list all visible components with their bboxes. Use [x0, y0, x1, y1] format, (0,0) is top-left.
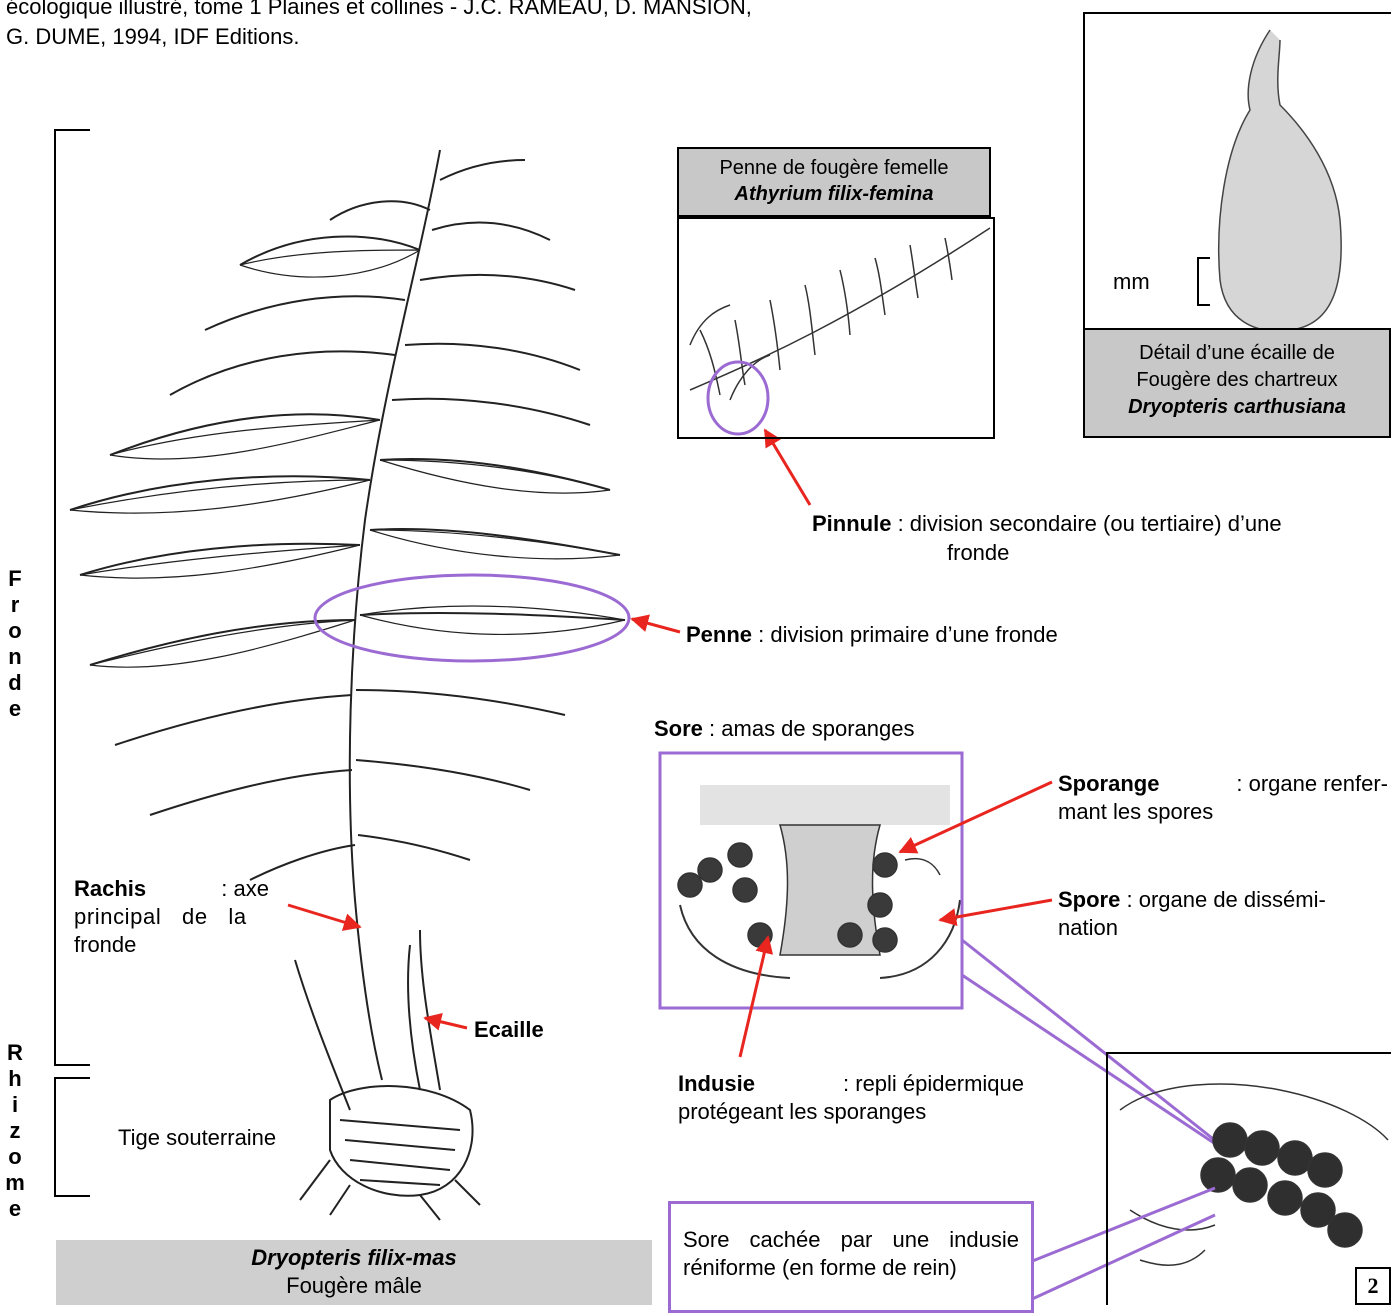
sporange-label: Sporange : organe renfer- mant les spore…	[1058, 770, 1388, 826]
penne-def: : division primaire d’une fronde	[758, 622, 1058, 647]
arrow-rachis	[288, 905, 360, 927]
indusie-term: Indusie	[678, 1070, 755, 1098]
athyrium-latin: Athyrium filix-femina	[679, 181, 989, 207]
rhizome-vertical-label: R h i z o m e	[0, 1040, 30, 1222]
rhizome-letter: m	[0, 1170, 30, 1196]
fronde-letter: n	[0, 644, 30, 670]
arrow-penne	[632, 619, 680, 632]
arrow-pinnule	[765, 430, 810, 505]
fern-illustration	[70, 150, 625, 1220]
page-number: 2	[1355, 1267, 1391, 1305]
pinnule-def-2: fronde	[947, 539, 1009, 567]
rachis-def-2: principal de la	[74, 903, 269, 931]
spore-def-1: : organe de dissémi-	[1126, 887, 1325, 912]
penne-term: Penne	[686, 622, 752, 647]
pinnule-def-1: : division secondaire (ou tertiaire) d’u…	[898, 511, 1282, 536]
sore-label: Sore : amas de sporanges	[654, 715, 915, 743]
main-caption-latin: Dryopteris filix-mas	[56, 1244, 652, 1272]
rhizome-letter: z	[0, 1118, 30, 1144]
sporange-def-1: : organe renfer-	[1236, 770, 1388, 798]
rhizome-letter: R	[0, 1040, 30, 1066]
pinnule-term: Pinnule	[812, 511, 891, 536]
athyrium-image-frame	[677, 217, 995, 439]
arrow-ecaille	[425, 1018, 467, 1028]
penne-label: Penne : division primaire d’une fronde	[686, 621, 1058, 649]
rhizome-note: Tige souterraine	[118, 1124, 276, 1152]
fronde-letter: d	[0, 670, 30, 696]
main-caption-common: Fougère mâle	[56, 1272, 652, 1300]
spore-term: Spore	[1058, 887, 1120, 912]
arrow-indusie	[740, 937, 768, 1057]
indusie-def-2: protégeant les sporanges	[678, 1098, 1024, 1126]
fronde-vertical-label: F r o n d e	[0, 566, 30, 722]
sporange-def-2: mant les spores	[1058, 798, 1388, 826]
sore-term: Sore	[654, 716, 703, 741]
rhizome-bracket	[55, 1078, 90, 1196]
spore-def-2: nation	[1058, 914, 1388, 942]
main-caption: Dryopteris filix-mas Fougère mâle	[56, 1240, 652, 1305]
carthusiana-caption: Détail d’une écaille de Fougère des char…	[1083, 328, 1391, 438]
carthusiana-line-2: Fougère des chartreux	[1085, 367, 1389, 394]
rhizome-letter: i	[0, 1092, 30, 1118]
sporange-term: Sporange	[1058, 770, 1159, 798]
rachis-label: Rachis : axe principal de la fronde	[74, 875, 269, 959]
rhizome-letter: o	[0, 1144, 30, 1170]
rhizome-letter: h	[0, 1066, 30, 1092]
sore-note-line-1: Sore cachée par une indusie	[683, 1226, 1019, 1254]
ecaille-label: Ecaille	[474, 1016, 544, 1044]
fronde-letter: r	[0, 592, 30, 618]
indusie-label: Indusie : repli épidermique protégeant l…	[678, 1070, 1024, 1126]
sore-section-illustration	[678, 785, 960, 978]
rachis-def-1: : axe	[221, 875, 269, 903]
indusie-def-1: : repli épidermique	[843, 1070, 1024, 1098]
athyrium-box-header: Penne de fougère femelle Athyrium filix-…	[677, 147, 991, 217]
rhizome-letter: e	[0, 1196, 30, 1222]
carthusiana-line-1: Détail d’une écaille de	[1085, 340, 1389, 367]
arrow-spore	[940, 900, 1052, 920]
fronde-letter: e	[0, 696, 30, 722]
fronde-letter: o	[0, 618, 30, 644]
rachis-term: Rachis	[74, 875, 146, 903]
fronde-letter: F	[0, 566, 30, 592]
sore-def: : amas de sporanges	[709, 716, 914, 741]
sore-note-line-2: réniforme (en forme de rein)	[683, 1254, 1019, 1282]
sore-indusie-image-frame	[1106, 1052, 1391, 1305]
pinnule-label: Pinnule : division secondaire (ou tertia…	[812, 510, 1387, 538]
athyrium-line-1: Penne de fougère femelle	[679, 155, 989, 181]
rachis-def-3: fronde	[74, 931, 269, 959]
carthusiana-latin: Dryopteris carthusiana	[1085, 394, 1389, 421]
scale-unit: mm	[1113, 268, 1150, 296]
sore-note-box: Sore cachée par une indusie réniforme (e…	[668, 1201, 1034, 1313]
spore-label: Spore : organe de dissémi- nation	[1058, 886, 1388, 942]
